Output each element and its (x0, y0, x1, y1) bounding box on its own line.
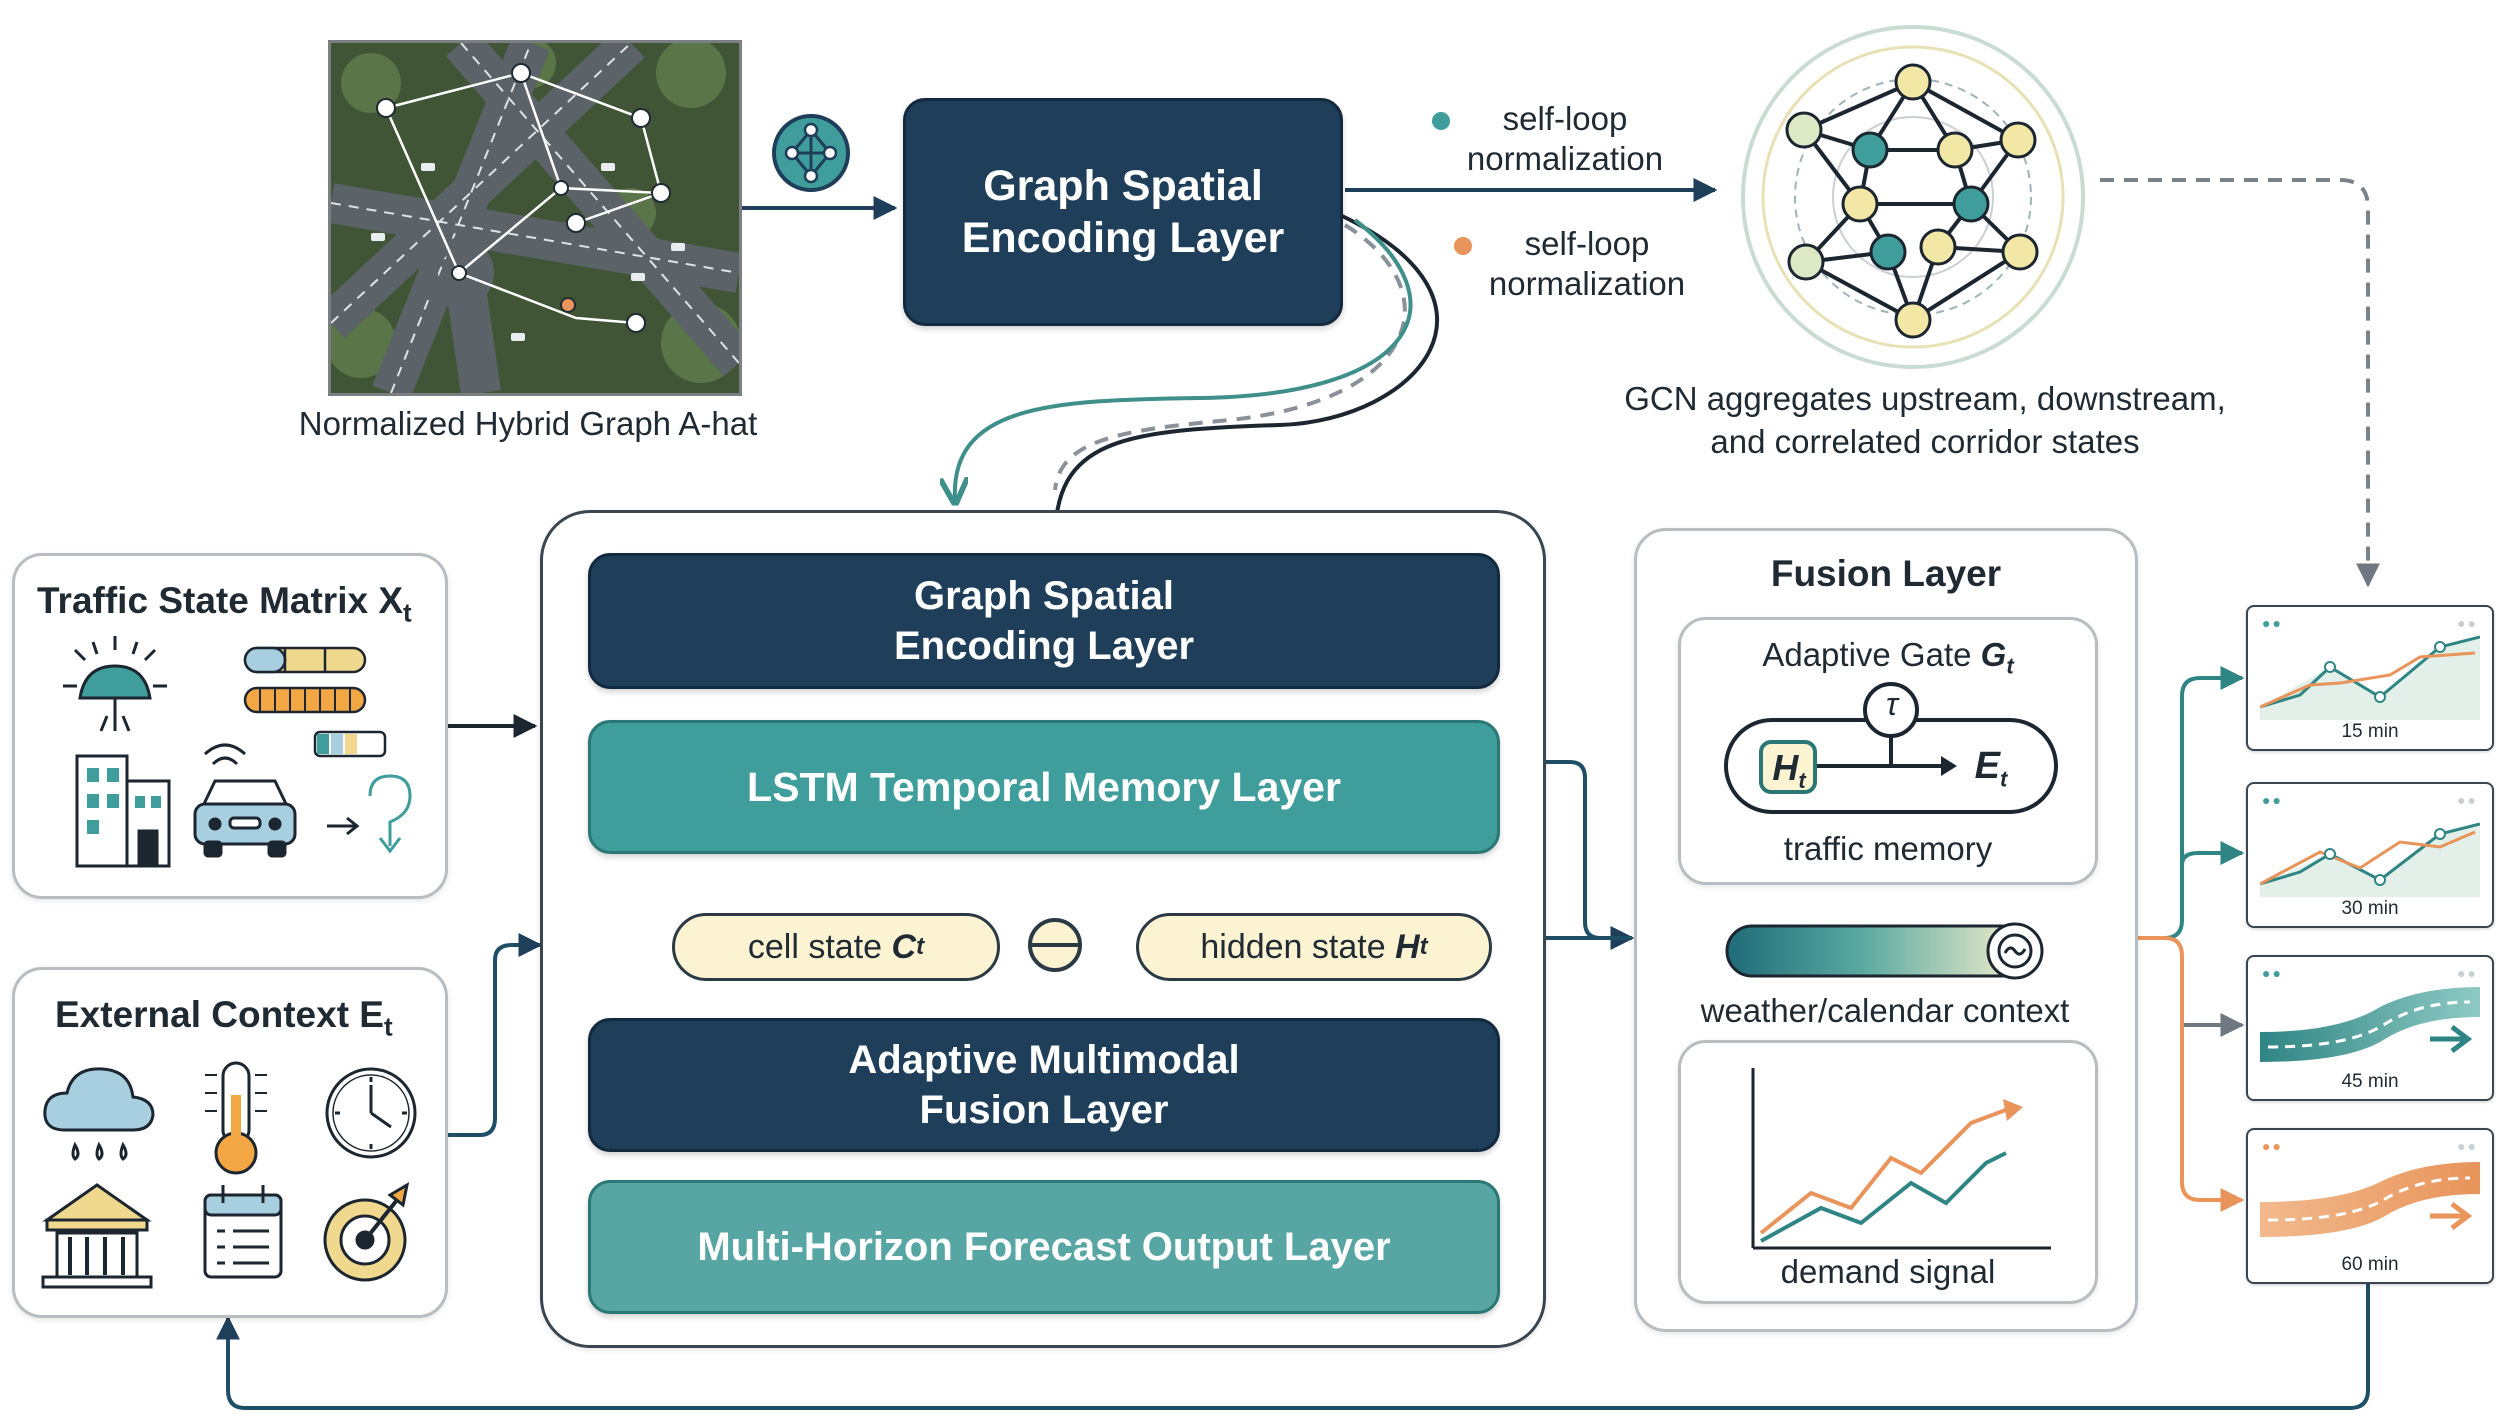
core-graph-spatial-encoding-layer: Graph Spatial Encoding Layer (588, 553, 1500, 689)
external-context-title: External Context Et (55, 994, 393, 1042)
demand-chart (1751, 1068, 2051, 1250)
fusion-layer-line2: Fusion Layer (919, 1088, 1169, 1132)
card-dots-right: ●● (2457, 792, 2478, 808)
gcn-caption-line2: and correlated corridor states (1710, 423, 2140, 460)
gcn-graph (1738, 22, 2088, 372)
top-graph-spatial-encoding-layer: Graph Spatial Encoding Layer (903, 98, 1343, 326)
top-layer-line1: Graph Spatial (983, 162, 1263, 210)
combine-operator (1027, 917, 1083, 973)
forecast-card-60: ●● ●● 60 min (2246, 1128, 2494, 1284)
external-context-card: External Context Et (12, 967, 448, 1318)
context-caption: weather/calendar context (1700, 992, 2070, 1029)
forecast-30-chart (2260, 822, 2480, 897)
legend-item-orange: self-loop normalization (1452, 225, 1712, 315)
core-graph-line1: Graph Spatial (913, 574, 1175, 618)
card-dots-left: ●● (2262, 965, 2283, 981)
forecast-60-label: 60 min (2341, 1254, 2399, 1275)
forecast-60-chart (2260, 1162, 2480, 1237)
hidden-state-sub: t (1419, 933, 1428, 960)
legend-orange-line2: normalization (1488, 265, 1686, 302)
adaptive-gate-card: Adaptive Gate Gt τ Ht Et traffic memory (1678, 617, 2098, 885)
fusion-panel-title: Fusion Layer (1770, 553, 2002, 594)
legend-dot-orange (1454, 237, 1472, 255)
legend-teal-line2: normalization (1466, 140, 1664, 177)
traffic-state-icons (63, 636, 412, 868)
traffic-state-title: Traffic State Matrix Xt (37, 580, 412, 628)
cell-state-sub: t (916, 933, 925, 960)
output-layer-label: Multi-Horizon Forecast Output Layer (697, 1224, 1391, 1269)
traffic-bar-icons (243, 646, 387, 758)
forecast-card-15: ●● ●● 15 min (2246, 605, 2494, 751)
top-layer-line2: Encoding Layer (961, 214, 1285, 262)
forecast-card-45: ●● ●● 45 min (2246, 955, 2494, 1101)
cell-state-text: cell state (747, 927, 883, 966)
card-dots-right: ●● (2457, 965, 2478, 981)
core-graph-line2: Encoding Layer (893, 624, 1195, 668)
forecast-30-label: 30 min (2341, 898, 2399, 919)
external-context-icons (41, 1061, 417, 1289)
gate-sub: t (2006, 653, 2014, 679)
rain-cloud-icon (43, 1067, 155, 1161)
card-dots-left: ●● (2262, 792, 2283, 808)
landmark-icon (41, 1183, 153, 1289)
gcn-caption-line1: GCN aggregates upstream, downstream, (1624, 380, 2226, 417)
forecast-15-chart (2260, 635, 2480, 720)
adaptive-gate-title: Adaptive Gate Gt (1762, 636, 2014, 679)
external-context-subscript: t (383, 1011, 393, 1042)
clock-icon (325, 1067, 417, 1159)
fusion-layer-line1: Adaptive Multimodal (848, 1038, 1240, 1082)
traffic-state-card: Traffic State Matrix Xt (12, 553, 448, 899)
gate-output-e-sub: t (2000, 766, 2008, 792)
legend-dot-teal (1432, 112, 1450, 130)
demand-caption: demand signal (1780, 1253, 1996, 1290)
cell-state-symbol: C (891, 927, 917, 966)
weather-sensor-icon (63, 636, 167, 732)
graph-node-icon (770, 112, 852, 194)
legend-orange-line1: self-loop (1524, 225, 1650, 262)
gate-symbol: G (1980, 636, 2007, 673)
card-dots-left: ●● (2262, 1138, 2283, 1154)
map-graphic (331, 43, 739, 393)
lstm-temporal-memory-layer: LSTM Temporal Memory Layer (588, 720, 1500, 854)
event-target-icon (323, 1182, 410, 1282)
thermometer-icon (205, 1061, 267, 1175)
gate-output-e: Et (1974, 745, 2008, 792)
gate-diagram (1724, 682, 2058, 814)
legend-teal-line1: self-loop (1502, 100, 1628, 137)
traffic-state-subscript: t (403, 597, 412, 628)
multi-horizon-forecast-output-layer: Multi-Horizon Forecast Output Layer (588, 1180, 1500, 1314)
lstm-label: LSTM Temporal Memory Layer (747, 763, 1341, 810)
card-dots-right: ●● (2457, 615, 2478, 631)
card-dots-right: ●● (2457, 1138, 2478, 1154)
context-gradient-bar (1725, 922, 2055, 980)
gate-tau: τ (1886, 686, 1898, 722)
legend-item-teal: self-loop normalization (1430, 100, 1690, 190)
forecast-15-label: 15 min (2341, 721, 2399, 742)
building-icon (75, 754, 171, 868)
gate-caption: traffic memory (1783, 830, 1993, 867)
forecast-45-chart (2260, 987, 2480, 1062)
hidden-state-text: hidden state (1200, 927, 1386, 966)
map-caption: Normalized Hybrid Graph A-hat (298, 405, 758, 442)
gate-input-h-sub: t (1798, 768, 1806, 794)
demand-signal-card: demand signal (1678, 1040, 2098, 1304)
adaptive-multimodal-fusion-layer: Adaptive Multimodal Fusion Layer (588, 1018, 1500, 1152)
forecast-card-30: ●● ●● 30 min (2246, 782, 2494, 928)
gate-input-h: Ht (1772, 747, 1806, 794)
forecast-45-label: 45 min (2341, 1071, 2399, 1092)
uncertain-flow-icon (327, 774, 412, 854)
road-network-map (328, 40, 742, 396)
hidden-state-symbol: H (1395, 927, 1420, 966)
calendar-icon (203, 1185, 283, 1279)
card-dots-left: ●● (2262, 615, 2283, 631)
car-icon (193, 743, 297, 858)
